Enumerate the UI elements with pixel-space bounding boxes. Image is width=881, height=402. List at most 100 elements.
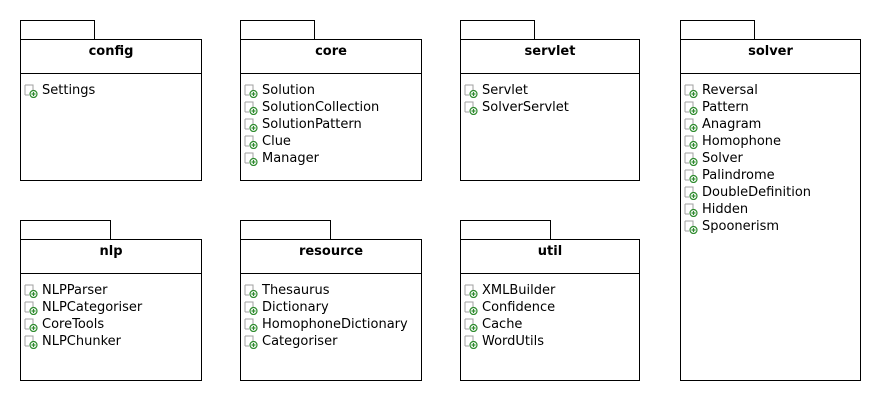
class-icon: [244, 152, 258, 166]
package-name: resource: [298, 244, 364, 259]
class-item[interactable]: Thesaurus: [244, 282, 408, 299]
class-name: WordUtils: [482, 334, 545, 349]
package-divider: [241, 273, 421, 274]
class-item[interactable]: Palindrome: [684, 167, 811, 184]
class-item[interactable]: SolutionCollection: [244, 99, 379, 116]
package-name: util: [537, 244, 563, 259]
class-item[interactable]: XMLBuilder: [464, 282, 555, 299]
class-item[interactable]: WordUtils: [464, 333, 555, 350]
package-tab: [240, 220, 331, 239]
package-divider: [461, 73, 639, 74]
class-icon: [244, 84, 258, 98]
class-item[interactable]: NLPChunker: [24, 333, 142, 350]
class-name: Palindrome: [702, 168, 775, 183]
package-divider: [21, 73, 201, 74]
class-name: Pattern: [702, 100, 749, 115]
class-name: Manager: [262, 151, 319, 166]
class-icon: [464, 84, 478, 98]
class-item[interactable]: Spoonerism: [684, 218, 811, 235]
package-tab: [240, 20, 315, 39]
class-name: CoreTools: [42, 317, 105, 332]
class-icon: [24, 84, 38, 98]
class-name: Reversal: [702, 83, 758, 98]
class-item[interactable]: Servlet: [464, 82, 569, 99]
class-list: Settings: [24, 82, 95, 99]
package-name: servlet: [524, 44, 576, 59]
class-name: Confidence: [482, 300, 556, 315]
class-item[interactable]: HomophoneDictionary: [244, 316, 408, 333]
class-item[interactable]: Categoriser: [244, 333, 408, 350]
class-icon: [684, 203, 698, 217]
class-item[interactable]: NLPCategoriser: [24, 299, 142, 316]
class-icon: [244, 118, 258, 132]
class-icon: [244, 101, 258, 115]
class-item[interactable]: Clue: [244, 133, 379, 150]
class-icon: [464, 101, 478, 115]
class-name: NLPParser: [42, 283, 108, 298]
class-icon: [24, 335, 38, 349]
class-item[interactable]: DoubleDefinition: [684, 184, 811, 201]
class-icon: [464, 301, 478, 315]
class-item[interactable]: Manager: [244, 150, 379, 167]
class-name: Cache: [482, 317, 523, 332]
class-item[interactable]: NLPParser: [24, 282, 142, 299]
class-icon: [684, 220, 698, 234]
class-name: Homophone: [702, 134, 782, 149]
class-name: Thesaurus: [262, 283, 330, 298]
class-item[interactable]: Dictionary: [244, 299, 408, 316]
class-icon: [244, 335, 258, 349]
class-item[interactable]: SolverServlet: [464, 99, 569, 116]
class-item[interactable]: CoreTools: [24, 316, 142, 333]
class-icon: [24, 301, 38, 315]
package-divider: [681, 73, 860, 74]
class-item[interactable]: Hidden: [684, 201, 811, 218]
package-tab: [680, 20, 755, 39]
class-name: Hidden: [702, 202, 749, 217]
class-icon: [244, 301, 258, 315]
class-icon: [684, 118, 698, 132]
package-tab: [460, 220, 551, 239]
class-icon: [464, 284, 478, 298]
class-item[interactable]: Homophone: [684, 133, 811, 150]
class-item[interactable]: Settings: [24, 82, 95, 99]
package-config[interactable]: config Settings: [20, 20, 202, 181]
package-body: config Settings: [20, 39, 202, 181]
class-item[interactable]: Cache: [464, 316, 555, 333]
package-divider: [21, 273, 201, 274]
class-icon: [684, 84, 698, 98]
package-name: core: [315, 44, 347, 59]
class-name: Categoriser: [262, 334, 338, 349]
class-icon: [244, 318, 258, 332]
class-item[interactable]: Solver: [684, 150, 811, 167]
class-icon: [244, 284, 258, 298]
class-item[interactable]: Solution: [244, 82, 379, 99]
package-name: nlp: [99, 244, 123, 259]
class-item[interactable]: Reversal: [684, 82, 811, 99]
class-item[interactable]: Anagram: [684, 116, 811, 133]
class-item[interactable]: Pattern: [684, 99, 811, 116]
class-name: Solver: [702, 151, 743, 166]
class-icon: [684, 169, 698, 183]
class-item[interactable]: SolutionPattern: [244, 116, 379, 133]
class-icon: [684, 186, 698, 200]
class-item[interactable]: Confidence: [464, 299, 555, 316]
class-name: NLPCategoriser: [42, 300, 143, 315]
package-divider: [241, 73, 421, 74]
class-icon: [24, 284, 38, 298]
